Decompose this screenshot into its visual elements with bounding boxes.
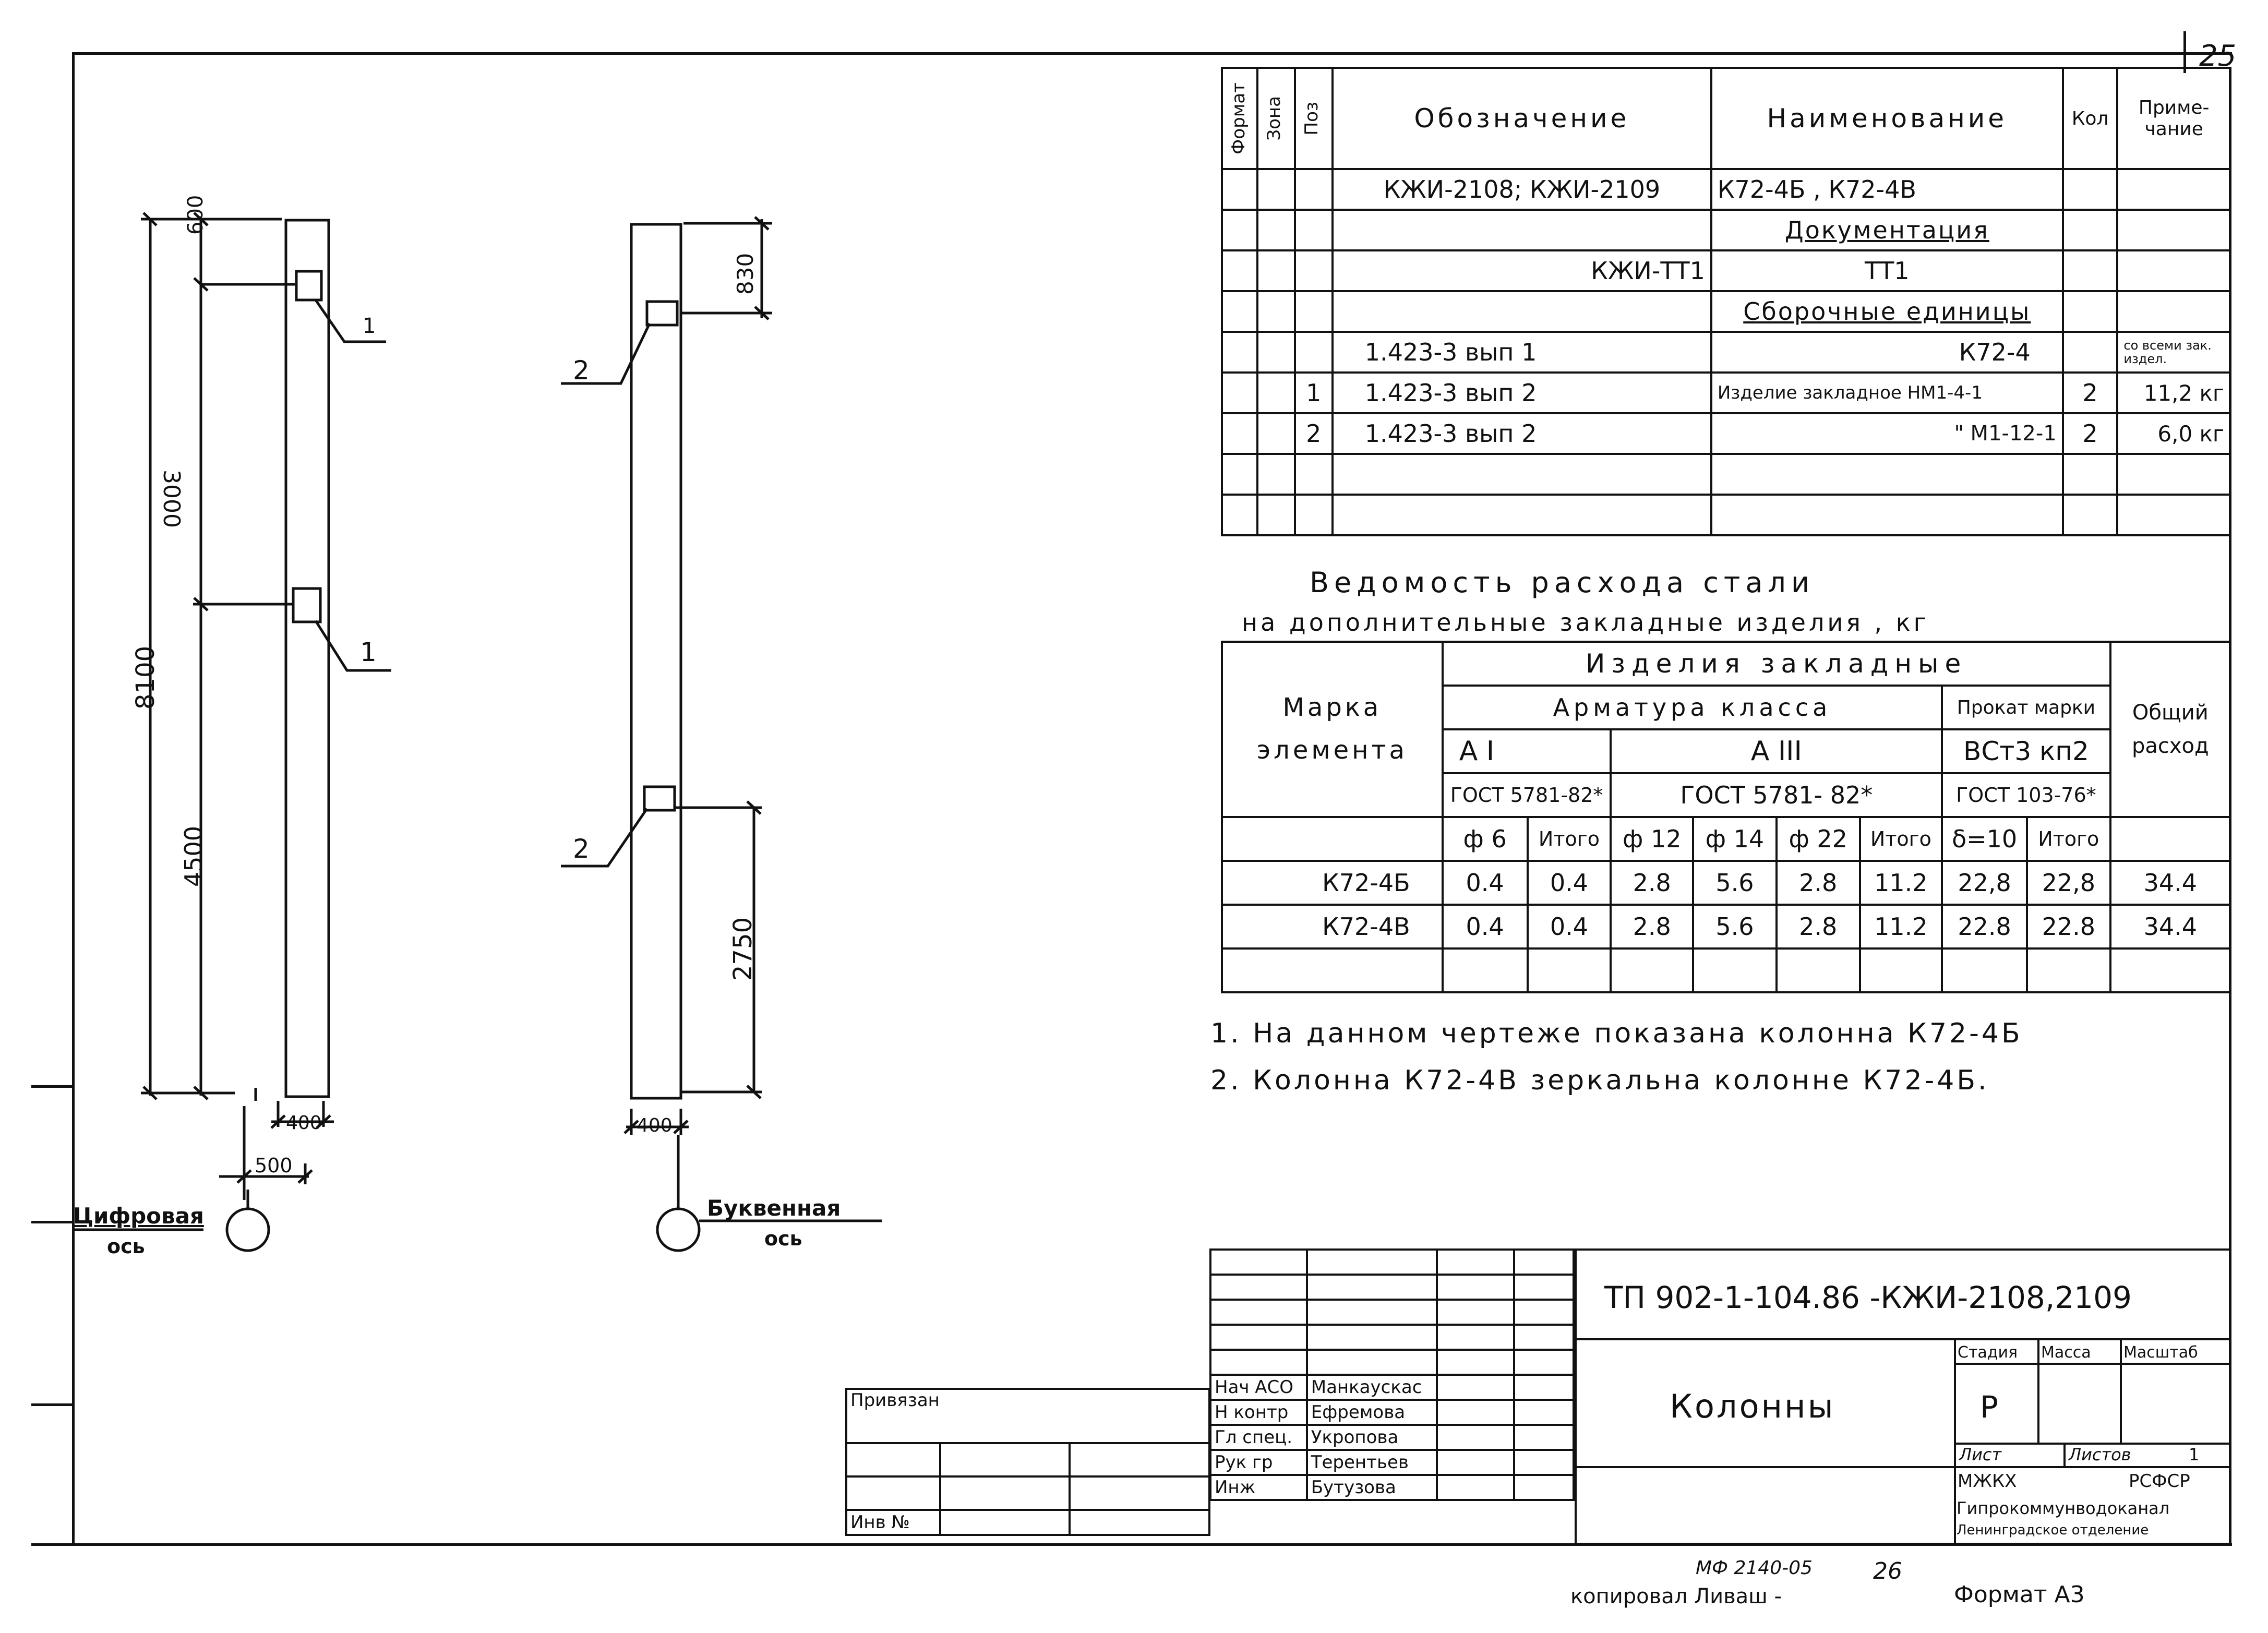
column-drawing [72,212,882,1252]
sheet-number: 25 [2199,39,2237,73]
steel-h-rebar: Арматура класса [1441,685,1943,730]
archive-sheet: 26 [1873,1558,1902,1584]
steel-h-a3: А III [1610,728,1943,774]
spec-h-pos: Поз [1293,67,1334,170]
axis-letter-label: Буквенная [707,1195,841,1221]
spec-row: 1 1.423-3 вып 2 Изделие закладное НМ1-4-… [1221,371,2231,414]
scale-header: Масштаб [2123,1343,2198,1362]
sheet-header: Лист [1959,1445,2002,1464]
frame-top [72,52,2232,55]
mass-header: Масса [2041,1343,2091,1362]
spec-row: Документация [1221,209,2231,251]
spec-h-designation: Обозначение [1331,67,1712,170]
steel-title-1: Ведомость расхода стали [1310,566,1815,599]
spec-h-zone: Зона [1256,67,1296,170]
spec-row: Сборочные единицы [1221,290,2231,333]
spec-h-name: Наименование [1710,67,2064,170]
org-branch: Ленинградское отделение [1957,1522,2149,1538]
spec-h-format: Формат [1221,67,1258,170]
dim-2750: 2750 [728,917,758,981]
object-name: Колонны [1670,1387,1835,1425]
sheets-header: Листов [2069,1445,2131,1464]
stage-value: Р [1980,1389,1998,1425]
spec-row: 2 1.423-3 вып 2 " М1-12-1 2 6,0 кг [1221,412,2231,455]
steel-h-rolled: Прокат марки [1941,685,2111,730]
title-block-main [1575,1248,2231,1545]
note-2: 2. Колонна К72-4В зеркальна колонне К72-… [1210,1065,1989,1096]
steel-h-vst: ВСт3 кп2 [1941,728,2111,774]
spec-row [1221,453,2231,496]
note-1: 1. На данном чертеже показана колонна К7… [1210,1018,2023,1049]
dim-600: 600 [184,195,208,235]
steel-h-total: Общий расход [2109,641,2232,818]
dim-4500: 4500 [179,825,208,887]
steel-table: Марка элемента Изделия закладные Общий р… [1221,641,2232,993]
role-row: Гл спец.Укропова [1209,1424,1575,1451]
spec-row: КЖИ-2108; КЖИ-2109 К72-4Б , К72-4В [1221,168,2231,211]
steel-row-empty [1221,947,2232,993]
steel-h-a1: А I [1441,728,1612,774]
left-column [284,219,330,1098]
steel-h-gost3: ГОСТ 103-76* [1941,772,2111,818]
copy-note: копировал Ливаш - [1570,1584,1782,1608]
dim-400-left: 400 [286,1112,322,1134]
sheet-number-box-line [2183,31,2186,73]
frame-left [72,52,75,1544]
spec-h-note: Приме- чание [2116,67,2231,170]
spec-row: 1.423-3 вып 1 К72-4 со всеми зак. издел. [1221,331,2231,374]
dim-8100: 8100 [131,645,160,710]
dim-830: 830 [733,253,758,295]
axis-digital-label: Цифровая [73,1203,204,1229]
sheets-value: 1 [2189,1445,2200,1464]
archive-code: МФ 2140-05 [1696,1557,1813,1579]
bound-block: Привязан Инв № [845,1388,1211,1536]
org-ministry: МЖКХ [1958,1471,2017,1492]
callout-2a: 2 [573,355,590,386]
steel-h-items: Изделия закладные [1441,641,2111,687]
right-embed-1 [645,300,679,327]
org-institute: Гипрокоммунводоканал [1957,1498,2170,1518]
dim-3000: 3000 [158,470,185,528]
callout-2b: 2 [573,834,590,864]
axis-digital-sub: ось [107,1235,145,1258]
drawing-code: ТП 902-1-104.86 -КЖИ-2108,2109 [1604,1280,2132,1315]
spec-h-qty: Кол [2061,67,2119,170]
binding-mark-3 [31,1403,73,1406]
binding-mark-1 [31,1085,73,1088]
spec-row [1221,494,2231,536]
frame-bottom [31,1543,2232,1546]
spec-row: КЖИ-ТТ1 ТТ1 [1221,249,2231,292]
steel-title-2: на дополнительные закладные изделия , кг [1242,608,1929,637]
bound-label: Привязан [845,1388,1210,1444]
steel-h-gost2: ГОСТ 5781- 82* [1610,772,1943,818]
stage-header: Стадия [1958,1343,2018,1362]
callout-1b: 1 [360,637,377,667]
steel-h-gost1: ГОСТ 5781-82* [1441,772,1612,818]
dim-500: 500 [255,1154,293,1177]
org-ministry-b: РСФСР [2129,1471,2190,1492]
spec-table: Формат Зона Поз Обозначение Наименование… [1221,67,2231,536]
left-embed-1 [295,270,323,302]
steel-h-mark: Марка элемента [1221,641,1444,818]
right-column [630,223,682,1100]
axis-letter-sub: ось [764,1227,802,1250]
dim-400-right: 400 [637,1115,673,1136]
format-label: Формат А3 [1954,1581,2085,1608]
binding-mark-2 [31,1221,73,1223]
right-embed-2 [643,785,676,812]
callout-1a: 1 [363,314,376,338]
left-embed-2 [292,587,322,623]
inv-label: Инв № [845,1509,941,1536]
